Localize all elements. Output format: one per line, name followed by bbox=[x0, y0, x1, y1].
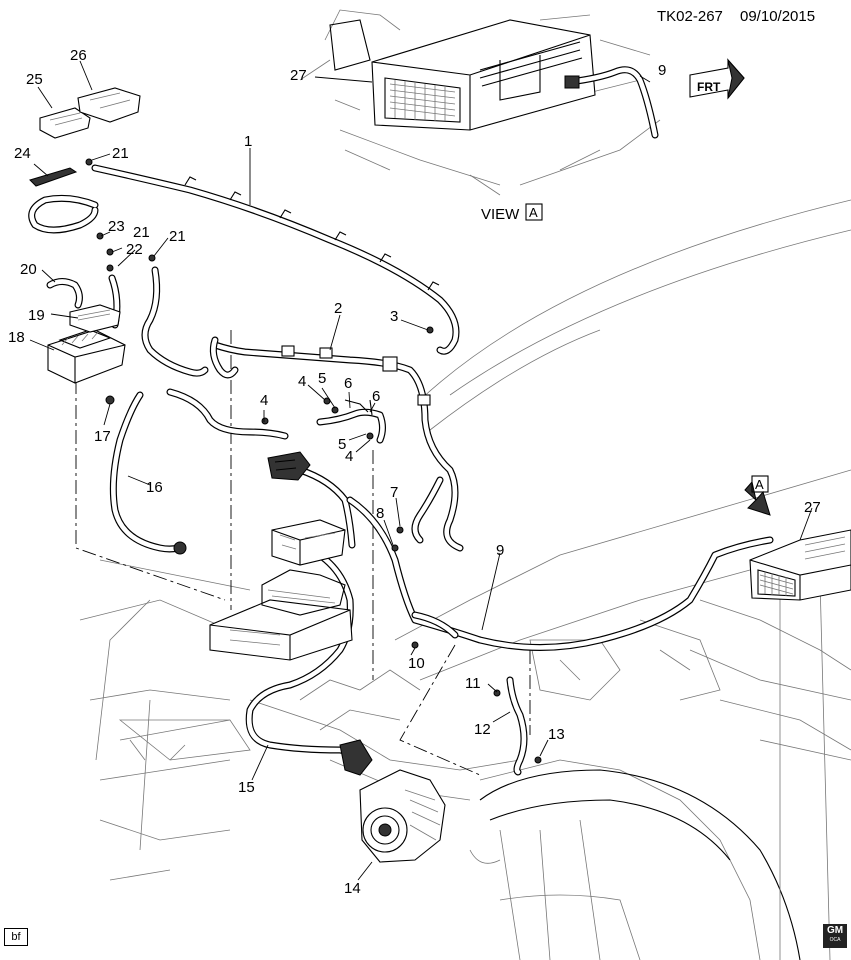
battery-cable-16 bbox=[109, 391, 187, 555]
fuse-block-lower bbox=[271, 519, 346, 566]
callout-9b: 9 bbox=[658, 62, 666, 79]
frt-arrow-icon: FRT bbox=[689, 58, 745, 100]
callout-27a: 27 bbox=[290, 67, 307, 84]
callout-27b: 27 bbox=[804, 499, 821, 516]
part-26 bbox=[77, 87, 141, 123]
callout-21c: 21 bbox=[169, 228, 186, 245]
view-a-letter-box bbox=[525, 203, 543, 221]
callout-6a: 6 bbox=[344, 375, 352, 392]
vehicle-body-outline bbox=[79, 199, 851, 960]
callout-11: 11 bbox=[465, 675, 481, 692]
leader-lines bbox=[29, 60, 813, 881]
callout-14: 14 bbox=[344, 880, 361, 897]
callout-15: 15 bbox=[238, 779, 255, 796]
module-27-view-a bbox=[329, 19, 596, 131]
callout-21a: 21 bbox=[112, 145, 129, 162]
fasteners bbox=[85, 158, 542, 764]
cable-24 bbox=[28, 194, 99, 234]
callout-26: 26 bbox=[70, 47, 87, 64]
arrow-letter: A bbox=[755, 477, 764, 492]
gm-logo-sub: OCA bbox=[829, 937, 841, 943]
callout-8: 8 bbox=[376, 505, 384, 522]
harness-1 bbox=[91, 164, 460, 355]
callout-12: 12 bbox=[474, 721, 491, 738]
callout-4c: 4 bbox=[345, 448, 353, 465]
callout-4b: 4 bbox=[298, 373, 306, 390]
callout-25: 25 bbox=[26, 71, 43, 88]
callout-13: 13 bbox=[548, 726, 565, 743]
cover-19 bbox=[69, 304, 121, 333]
battery-tray bbox=[209, 569, 353, 661]
callout-7: 7 bbox=[390, 484, 398, 501]
cable-12 bbox=[506, 676, 528, 776]
alignment-line-fuse-block bbox=[75, 380, 226, 601]
diagram-code: TK02-267 bbox=[657, 8, 723, 25]
harness-9 bbox=[346, 496, 774, 651]
fuse-block-18 bbox=[47, 329, 126, 384]
corner-badge: bf bbox=[4, 928, 28, 946]
callout-5a: 5 bbox=[318, 370, 326, 387]
generator-14 bbox=[339, 739, 446, 863]
callout-20: 20 bbox=[20, 261, 37, 278]
callout-9a: 9 bbox=[496, 542, 504, 559]
view-a-letter: A bbox=[529, 205, 538, 220]
callout-17: 17 bbox=[94, 428, 111, 445]
callout-24: 24 bbox=[14, 145, 31, 162]
callout-1: 1 bbox=[244, 133, 252, 150]
gm-logo-text: GM bbox=[826, 925, 844, 936]
callout-19: 19 bbox=[28, 307, 45, 324]
alignment-line-4 bbox=[399, 644, 481, 776]
callout-22: 22 bbox=[126, 241, 143, 258]
view-a-inset: FRT VIEW A bbox=[299, 9, 745, 223]
frt-label: FRT bbox=[697, 80, 721, 94]
callout-6b: 6 bbox=[372, 388, 380, 405]
part-24-strip bbox=[29, 167, 78, 187]
callout-3: 3 bbox=[390, 308, 398, 325]
callout-16: 16 bbox=[146, 479, 163, 496]
connector-mid bbox=[267, 451, 311, 481]
view-a-arrow-icon: A bbox=[744, 475, 771, 516]
view-a-label: VIEW bbox=[481, 206, 520, 223]
callout-10: 10 bbox=[408, 655, 425, 672]
callout-18: 18 bbox=[8, 329, 25, 346]
callout-labels: 1 2 3 4 4 4 5 5 6 6 7 8 9 9 10 11 12 13 … bbox=[8, 47, 821, 897]
part-25 bbox=[39, 107, 91, 139]
diagram-date: 09/10/2015 bbox=[740, 8, 815, 25]
module-vent-grid bbox=[389, 80, 456, 121]
callout-2: 2 bbox=[334, 300, 342, 317]
harness-2 bbox=[209, 336, 464, 552]
callout-4a: 4 bbox=[260, 392, 268, 409]
callout-23: 23 bbox=[108, 218, 125, 235]
harness-15 bbox=[245, 466, 369, 764]
callout-5b: 5 bbox=[338, 436, 346, 453]
callout-21b: 21 bbox=[133, 224, 150, 241]
cable-20 bbox=[46, 278, 83, 309]
jumper-harness-4 bbox=[166, 388, 386, 444]
cable-to-fuse bbox=[108, 266, 209, 377]
